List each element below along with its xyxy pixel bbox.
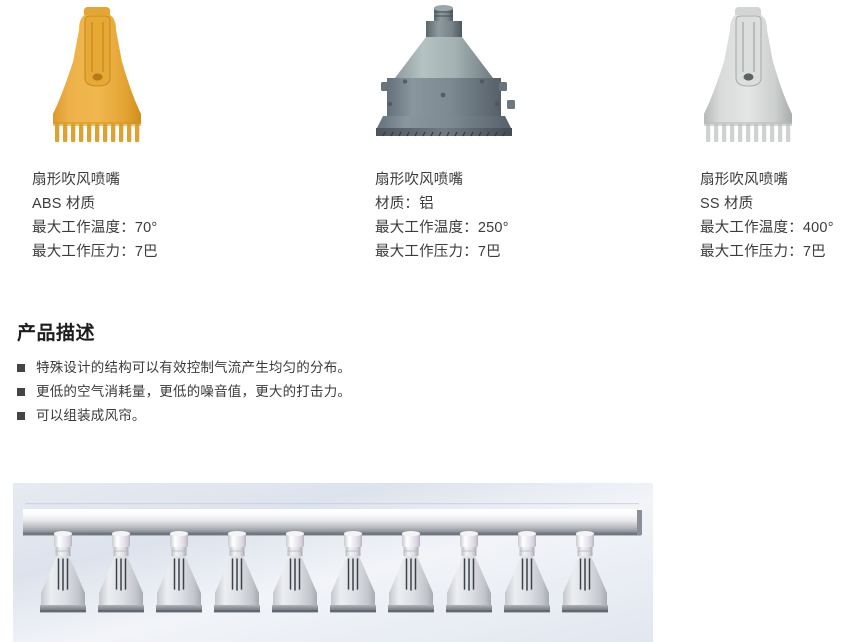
- square-bullet-icon: [17, 388, 25, 396]
- square-bullet-icon: [17, 412, 25, 420]
- description-item-text: 更低的空气消耗量，更低的噪音值，更大的打击力。: [36, 384, 352, 399]
- product-material: 材质：铝: [375, 196, 434, 212]
- product-material: ABS 材质: [32, 196, 96, 212]
- product-gallery-row: 扇形吹风喷嘴 ABS 材质 最大工作温度：70° 最大工作压力：7巴: [0, 0, 868, 290]
- abs-fan-nozzle-image: [0, 0, 250, 160]
- product-card-abs: 扇形吹风喷嘴 ABS 材质 最大工作温度：70° 最大工作压力：7巴: [0, 0, 290, 290]
- description-item-text: 特殊设计的结构可以有效控制气流产生均匀的分布。: [36, 360, 352, 375]
- product-name: 扇形吹风喷嘴: [32, 172, 121, 188]
- description-list-item: 更低的空气消耗量，更低的噪音值，更大的打击力。: [17, 383, 717, 401]
- description-list-item: 可以组装成风帘。: [17, 407, 717, 425]
- product-max-temperature: 最大工作温度：400°: [700, 220, 834, 236]
- product-name: 扇形吹风喷嘴: [700, 172, 789, 188]
- product-card-aluminum: 扇形吹风喷嘴 材质：铝 最大工作温度：250° 最大工作压力：7巴: [343, 0, 633, 290]
- square-bullet-icon: [17, 364, 25, 372]
- product-spec-block: 扇形吹风喷嘴 SS 材质 最大工作温度：400° 最大工作压力：7巴: [700, 168, 868, 264]
- product-spec-block: 扇形吹风喷嘴 ABS 材质 最大工作温度：70° 最大工作压力：7巴: [32, 168, 282, 264]
- ss-fan-nozzle-image: [668, 0, 868, 160]
- product-max-temperature: 最大工作温度：250°: [375, 220, 509, 236]
- aluminum-fan-nozzle-image: [343, 0, 593, 160]
- description-list-item: 特殊设计的结构可以有效控制气流产生均匀的分布。: [17, 359, 717, 377]
- product-max-pressure: 最大工作压力：7巴: [375, 244, 501, 260]
- product-spec-block: 扇形吹风喷嘴 材质：铝 最大工作温度：250° 最大工作压力：7巴: [375, 168, 625, 264]
- product-max-pressure: 最大工作压力：7巴: [700, 244, 826, 260]
- product-max-temperature: 最大工作温度：70°: [32, 220, 158, 236]
- product-card-ss: 扇形吹风喷嘴 SS 材质 最大工作温度：400° 最大工作压力：7巴: [668, 0, 868, 290]
- product-description-section: 产品描述 特殊设计的结构可以有效控制气流产生均匀的分布。 更低的空气消耗量，更低…: [17, 318, 717, 431]
- description-heading: 产品描述: [17, 323, 96, 344]
- air-curtain-assembly-image: [13, 483, 653, 642]
- product-max-pressure: 最大工作压力：7巴: [32, 244, 158, 260]
- product-name: 扇形吹风喷嘴: [375, 172, 464, 188]
- product-material: SS 材质: [700, 196, 754, 212]
- description-item-text: 可以组装成风帘。: [36, 408, 146, 423]
- manifold-pipe: [23, 503, 642, 536]
